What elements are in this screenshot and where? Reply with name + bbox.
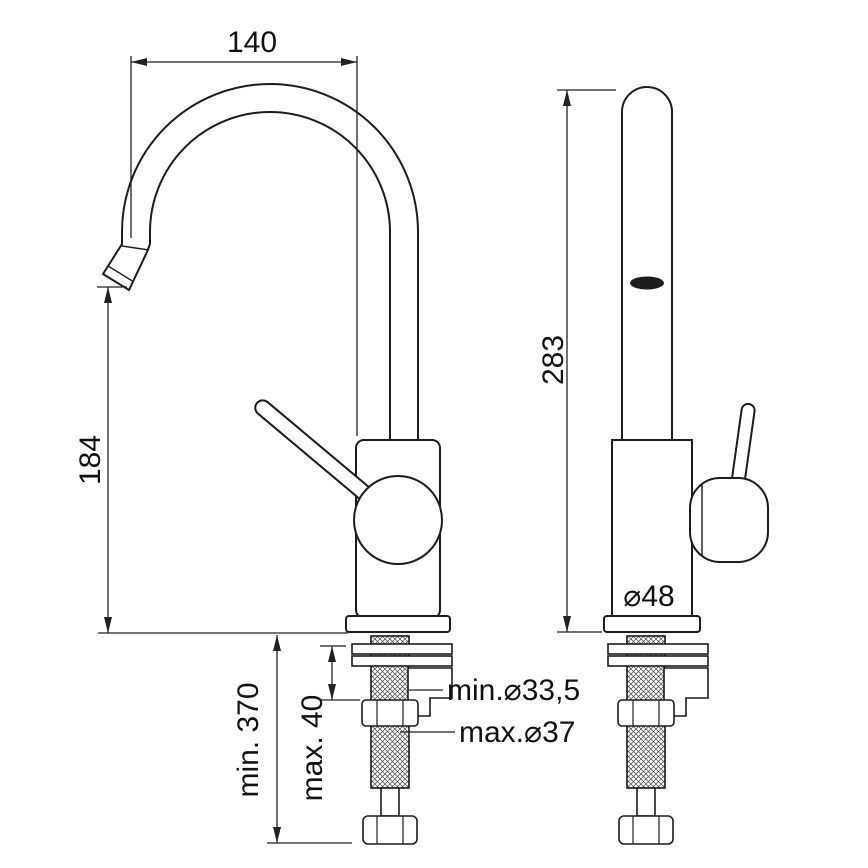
dimension-overall-height: 283 bbox=[537, 89, 616, 633]
spout-side bbox=[621, 86, 673, 440]
dimension-hole-max-diameter: max.⌀37 bbox=[400, 716, 575, 749]
dim-label-overall-height: 283 bbox=[537, 335, 570, 385]
dimension-body-diameter: ⌀48 bbox=[623, 580, 674, 613]
dim-label-hose-min-length: min. 370 bbox=[232, 682, 265, 797]
dimension-spout-reach: 140 bbox=[130, 26, 358, 436]
handle-lobe-side bbox=[689, 477, 769, 563]
faucet-body-side bbox=[611, 439, 693, 619]
spout-front bbox=[101, 83, 419, 441]
aerator-seam bbox=[107, 265, 135, 283]
dim-label-body-diameter: ⌀48 bbox=[623, 580, 674, 613]
dim-label-deck-max-thickness: max. 40 bbox=[296, 695, 329, 802]
faucet-side-view bbox=[603, 86, 769, 845]
base-flange-side bbox=[603, 615, 701, 633]
undercounter-hardware-side bbox=[607, 635, 709, 845]
aerator-outlet-side bbox=[630, 276, 664, 290]
faucet-front-view bbox=[101, 83, 453, 845]
dimension-deck-max-thickness: max. 40 bbox=[296, 645, 360, 802]
base-flange-front bbox=[345, 615, 451, 633]
dim-label-spout-outlet-height: 184 bbox=[74, 435, 107, 485]
dim-label-hole-max-diameter: max.⌀37 bbox=[459, 716, 575, 749]
dimension-hole-min-diameter: min.⌀33,5 bbox=[409, 674, 580, 707]
spout-bend-seam bbox=[121, 245, 150, 251]
handle-joint-front bbox=[353, 475, 443, 565]
undercounter-hardware-front bbox=[351, 635, 453, 845]
dim-label-spout-reach: 140 bbox=[227, 26, 277, 59]
dimension-hose-min-length: min. 370 bbox=[232, 635, 352, 844]
dimension-spout-outlet-height: 184 bbox=[74, 286, 348, 634]
dim-label-hole-min-diameter: min.⌀33,5 bbox=[447, 674, 580, 707]
